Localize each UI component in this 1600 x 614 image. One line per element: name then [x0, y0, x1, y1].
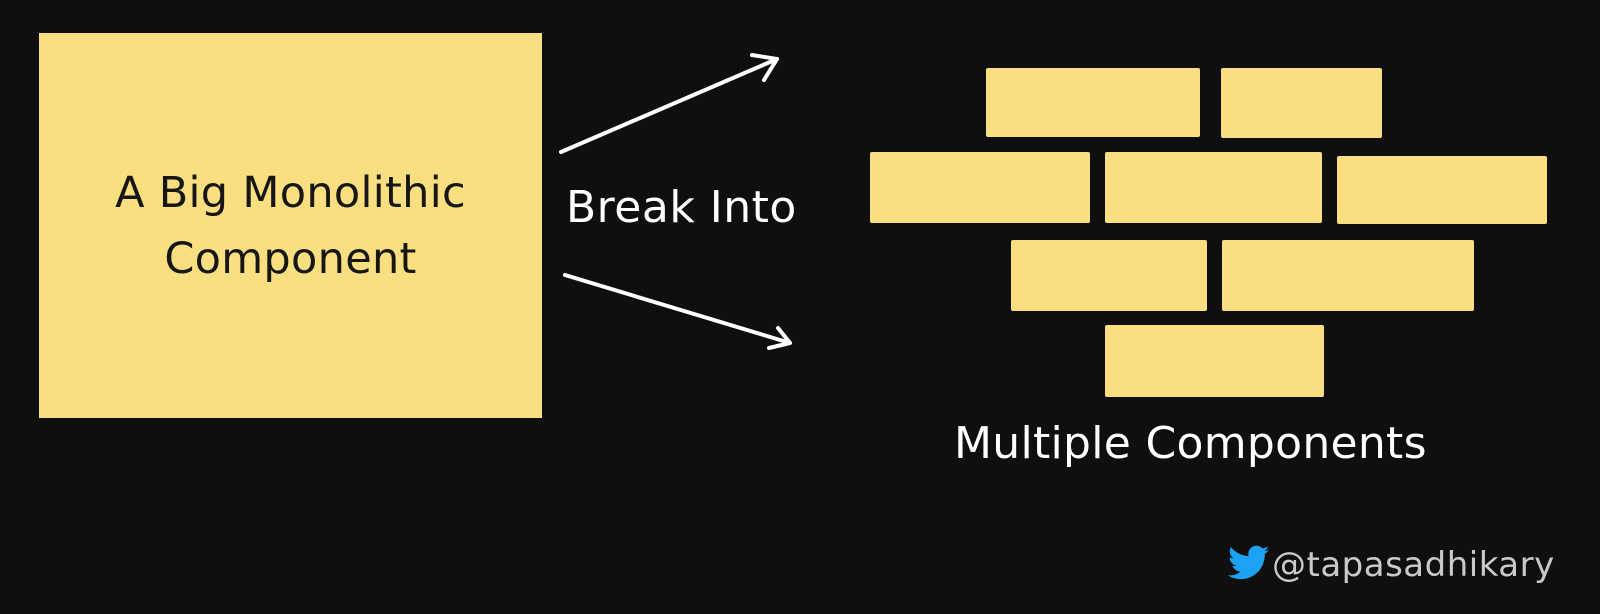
component-brick [1105, 152, 1322, 223]
multiple-components-label: Multiple Components [954, 418, 1427, 469]
twitter-bird-icon [1227, 545, 1270, 585]
component-brick [1105, 325, 1324, 397]
component-brick [1337, 156, 1547, 224]
monolithic-label-line-2: Component [164, 233, 417, 284]
component-brick [1221, 68, 1382, 138]
component-brick [870, 152, 1090, 223]
monolithic-component-label: A Big Monolithic Component [115, 160, 466, 292]
component-brick [1222, 240, 1474, 311]
twitter-handle-text: @tapasadhikary [1272, 545, 1555, 585]
component-brick [1011, 240, 1207, 311]
break-into-label: Break Into [566, 182, 797, 233]
lower-arrow [563, 273, 792, 350]
monolithic-component-block: A Big Monolithic Component [39, 33, 542, 418]
upper-arrow [559, 53, 779, 154]
monolithic-label-line-1: A Big Monolithic [115, 167, 466, 218]
component-brick [986, 68, 1200, 137]
twitter-handle[interactable]: @tapasadhikary [1227, 545, 1555, 585]
